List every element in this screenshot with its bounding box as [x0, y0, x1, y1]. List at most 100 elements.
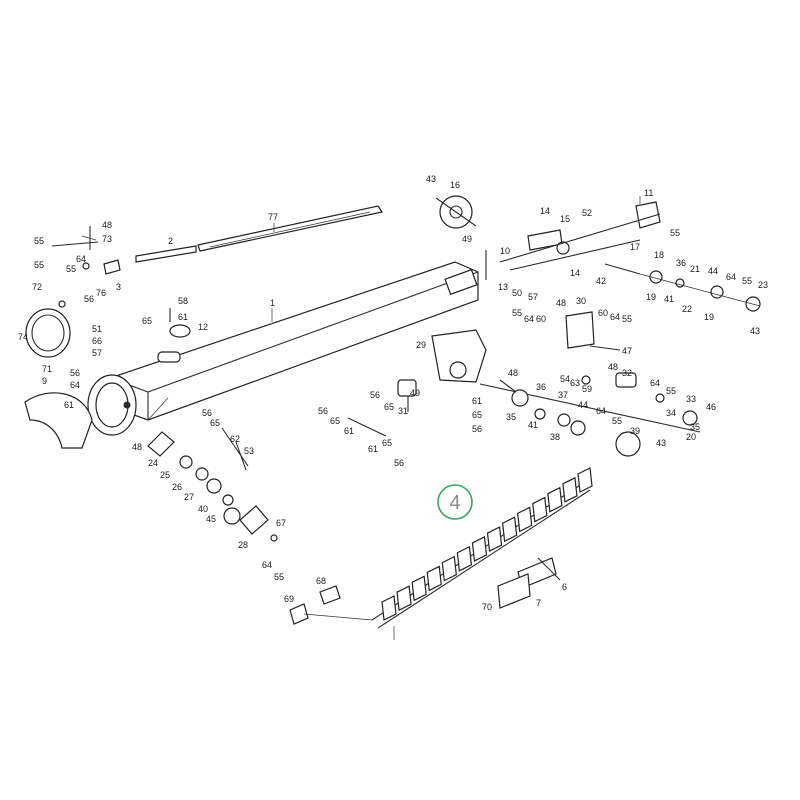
leader-lines [81, 196, 641, 421]
part-label: 65 [382, 438, 392, 448]
part-labels: 43 16 11 14 15 52 55 77 48 73 55 2 49 10… [18, 174, 768, 612]
part-label: 71 [42, 364, 52, 374]
part-label: 39 [630, 426, 640, 436]
part-label: 64 [262, 560, 272, 570]
lower-shaft-assembly [479, 372, 701, 457]
badge-text: 4 [449, 492, 460, 514]
part-label: 23 [758, 280, 768, 290]
part-label: 60 [536, 314, 546, 324]
conveyor-chain [289, 467, 593, 640]
chain-slat [562, 476, 578, 503]
chain-slat [441, 555, 457, 582]
part-label: 55 [66, 264, 76, 274]
chain-slat [577, 467, 593, 493]
part-label: 3 [116, 282, 121, 292]
part-label: 48 [556, 298, 566, 308]
part-label: 70 [482, 602, 492, 612]
part-label: 55 [274, 572, 284, 582]
part-label: 55 [34, 260, 44, 270]
part-label: 63 [570, 378, 580, 388]
part-label: 49 [462, 234, 472, 244]
part-label: 45 [206, 514, 216, 524]
part-label: 55 [742, 276, 752, 286]
part-label: 76 [96, 288, 106, 298]
part-label: 31 [398, 406, 408, 416]
part-12-cap [169, 308, 191, 338]
part-label: 74 [18, 332, 28, 342]
part-label: 72 [32, 282, 42, 292]
part-label: 61 [368, 444, 378, 454]
part-label: 68 [316, 576, 326, 586]
part-label: 55 [512, 308, 522, 318]
chain-slat [381, 595, 397, 621]
chain-slat [456, 545, 473, 572]
part-label: 64 [76, 254, 86, 264]
part-label: 56 [370, 390, 380, 400]
part-label: 33 [686, 394, 696, 404]
part-label: 20 [686, 432, 696, 442]
part-label: 64 [726, 272, 736, 282]
part-label: 65 [210, 418, 220, 428]
part-label: 54 [560, 374, 570, 384]
part-label: 55 [666, 386, 676, 396]
part-label: 18 [654, 250, 664, 260]
part-label: 66 [92, 336, 102, 346]
bolt-columns [235, 250, 517, 471]
part-label: 61 [472, 396, 482, 406]
part-label: 32 [622, 368, 632, 378]
part-label: 41 [528, 420, 538, 430]
part-label: 56 [318, 406, 328, 416]
part-label: 12 [198, 322, 208, 332]
part-label: 62 [230, 434, 240, 444]
part-label: 55 [670, 228, 680, 238]
part-label: 25 [160, 470, 170, 480]
chain-slat [396, 585, 412, 612]
part-label: 60 [598, 308, 608, 318]
part-label: 73 [102, 234, 112, 244]
part-label: 35 [506, 412, 516, 422]
part-label: 64 [524, 314, 534, 324]
part-label: 46 [706, 402, 716, 412]
part-label: 2 [168, 236, 173, 246]
part-label: 50 [512, 288, 522, 298]
part-label: 28 [238, 540, 248, 550]
part-label: 65 [384, 402, 394, 412]
chain-slat [501, 516, 518, 543]
part-label: 1 [270, 298, 275, 308]
part-label: 6 [562, 582, 567, 592]
part-label: 56 [472, 424, 482, 434]
lower-left-hardware [147, 427, 278, 542]
part-label: 24 [148, 458, 158, 468]
part-label: 61 [178, 312, 188, 322]
part-label: 41 [664, 294, 674, 304]
part-label: 48 [102, 220, 112, 230]
part-label: 48 [508, 368, 518, 378]
chain-slat [532, 496, 548, 523]
part-label: 40 [198, 504, 208, 514]
part-number-badge: 4 [437, 484, 473, 520]
part-label: 7 [536, 598, 541, 608]
part-label: 43 [656, 438, 666, 448]
part-label: 36 [536, 382, 546, 392]
part-label: 61 [344, 426, 354, 436]
part-label: 38 [550, 432, 560, 442]
part-label: 65 [472, 410, 482, 420]
part-label: 37 [558, 390, 568, 400]
part-label: 36 [676, 258, 686, 268]
chain-slat [486, 526, 503, 552]
part-label: 26 [172, 482, 182, 492]
part-label: 56 [70, 368, 80, 378]
part-label: 29 [416, 340, 426, 350]
part-label: 61 [64, 400, 74, 410]
part-label: 67 [276, 518, 286, 528]
part-label: 55 [34, 236, 44, 246]
part-label: 64 [610, 312, 620, 322]
part-label: 11 [644, 188, 653, 198]
chain-slat [471, 536, 488, 562]
part-label: 34 [666, 408, 676, 418]
part-label: 42 [596, 276, 606, 286]
part-label: 9 [42, 376, 47, 386]
part-label: 65 [142, 316, 152, 326]
part-label: 14 [570, 268, 580, 278]
part-label: 10 [500, 246, 510, 256]
